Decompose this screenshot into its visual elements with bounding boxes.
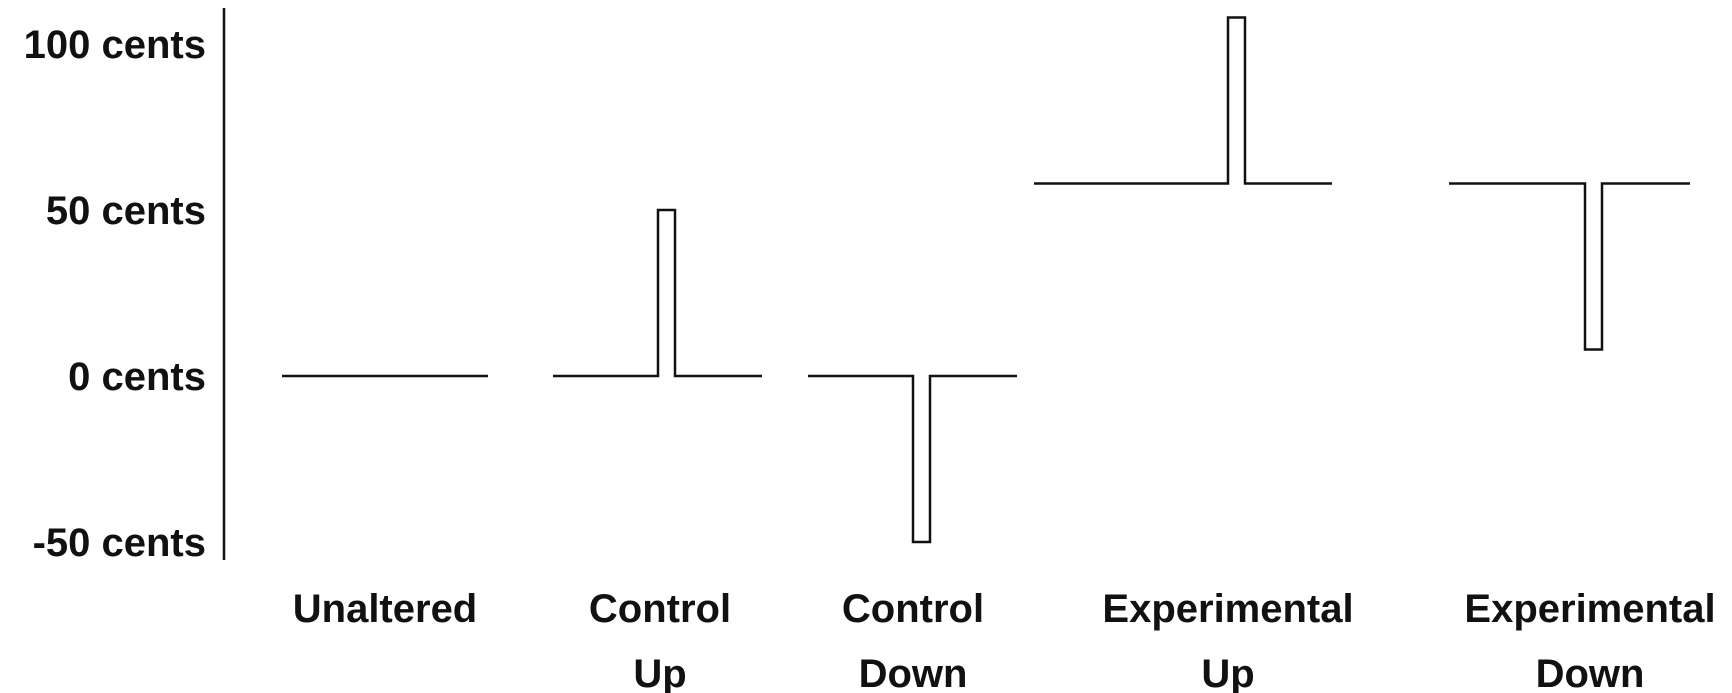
- condition-label-unaltered: Unaltered: [293, 587, 478, 631]
- condition-traces: [282, 16, 1690, 544]
- condition-label-control-up: Control: [589, 587, 731, 631]
- trace-experimental-down: [1449, 182, 1690, 351]
- condition-label-control-up: Up: [633, 652, 686, 693]
- trace-control-up: [553, 208, 762, 378]
- condition-label-experimental-down: Experimental: [1464, 587, 1715, 631]
- condition-label-experimental-down: Down: [1536, 652, 1645, 693]
- y-tick-label: 100 cents: [24, 23, 206, 67]
- y-tick-label: 50 cents: [46, 189, 206, 233]
- trace-experimental-up: [1034, 16, 1332, 185]
- y-tick-label: -50 cents: [33, 521, 206, 565]
- condition-label-control-down: Control: [842, 587, 984, 631]
- condition-label-control-down: Down: [859, 652, 968, 693]
- condition-label-experimental-up: Up: [1201, 652, 1254, 693]
- y-axis-ticks: 100 cents 50 cents 0 cents -50 cents: [24, 23, 206, 565]
- y-tick-label: 0 cents: [68, 355, 206, 399]
- condition-label-experimental-up: Experimental: [1102, 587, 1353, 631]
- trace-control-down: [808, 374, 1017, 544]
